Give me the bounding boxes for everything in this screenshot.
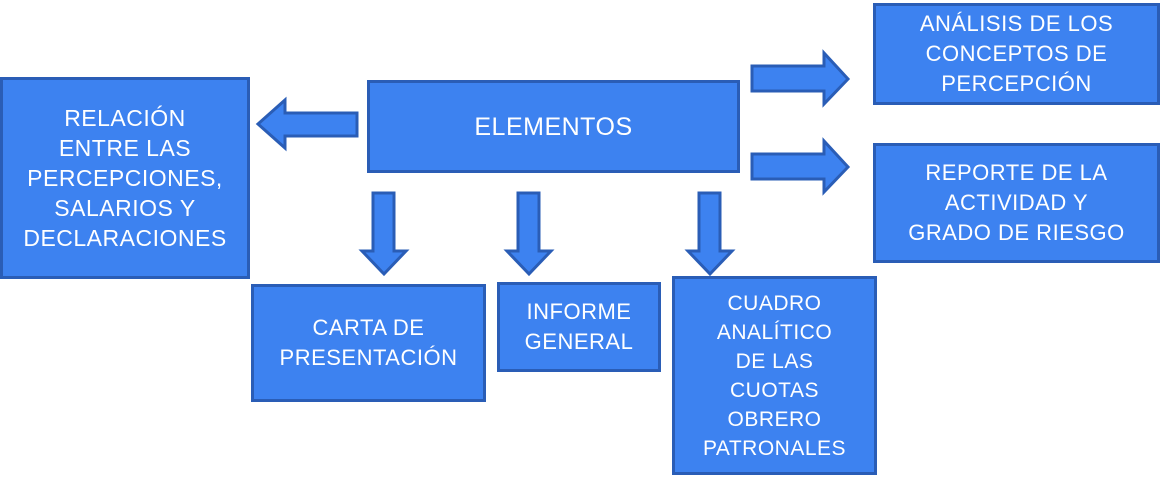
arrow-right-bottom — [750, 137, 851, 196]
box-cuadro-analitico: CUADRO ANALÍTICO DE LAS CUOTAS OBRERO PA… — [672, 276, 877, 475]
box-reporte-actividad: REPORTE DE LA ACTIVIDAD Y GRADO DE RIESG… — [873, 143, 1160, 263]
box-informe-general: INFORME GENERAL — [497, 282, 661, 372]
box-elementos: ELEMENTOS — [367, 80, 740, 173]
arrow-down-2 — [503, 191, 555, 277]
arrow-left — [255, 96, 359, 152]
box-relacion-percepciones: RELACIÓN ENTRE LAS PERCEPCIONES, SALARIO… — [0, 77, 250, 279]
box-carta-presentacion: CARTA DE PRESENTACIÓN — [251, 284, 486, 402]
box-analisis-conceptos: ANÁLISIS DE LOS CONCEPTOS DE PERCEPCIÓN — [873, 3, 1160, 105]
arrow-down-3 — [684, 191, 736, 277]
arrow-right-top — [750, 49, 851, 108]
arrow-down-1 — [358, 191, 410, 277]
